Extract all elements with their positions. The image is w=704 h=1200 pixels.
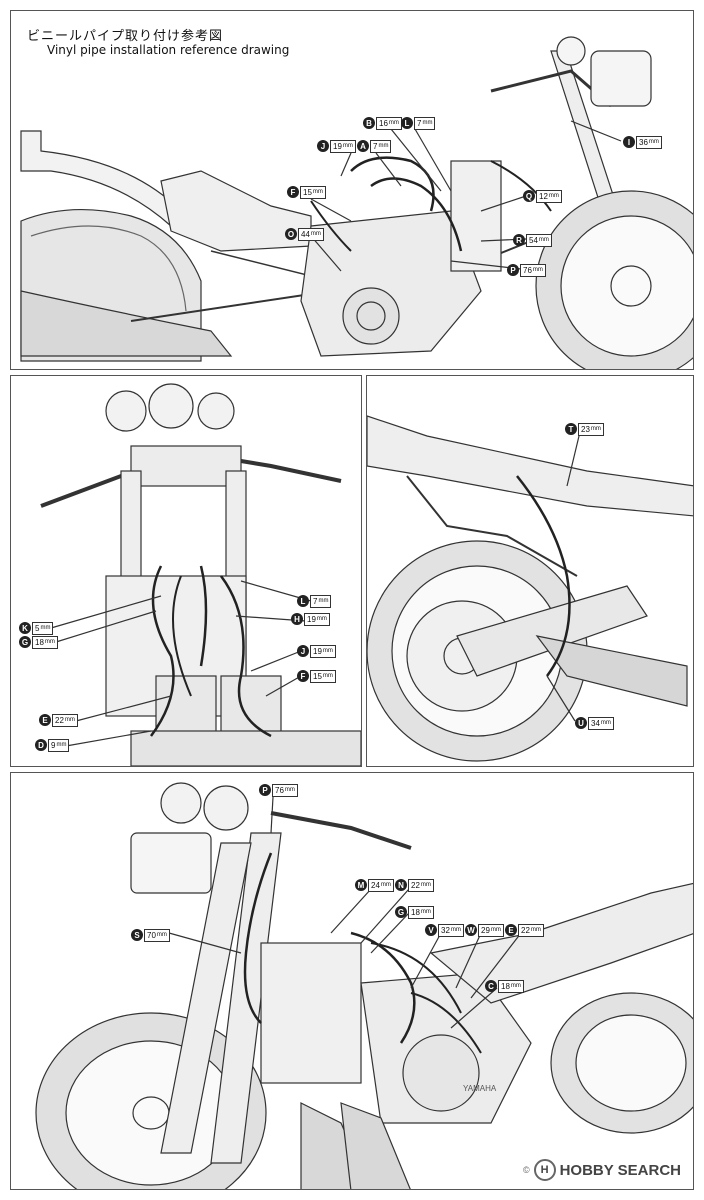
copyright-mark: © (522, 1165, 530, 1175)
watermark-brand-text: HOBBY SEARCH (559, 1161, 681, 1179)
hobby-search-watermark: © H HOBBY SEARCH (523, 1159, 681, 1181)
title-english: Vinyl pipe installation reference drawin… (47, 43, 290, 57)
front-three-quarter-drawing: YAMAHA (35, 782, 693, 1189)
rear-view-drawing (367, 415, 693, 762)
motorcycle-side-drawing (20, 36, 693, 369)
front-view-drawing (40, 383, 361, 766)
hobby-search-logo-icon: H (533, 1159, 556, 1181)
title-japanese: ビニールパイプ取り付け参考図 (27, 29, 224, 44)
panel-top-overview: ビニールパイプ取り付け参考図 Vinyl pipe installation r… (10, 10, 694, 370)
engine-logo-text: YAMAHA (463, 1084, 497, 1093)
